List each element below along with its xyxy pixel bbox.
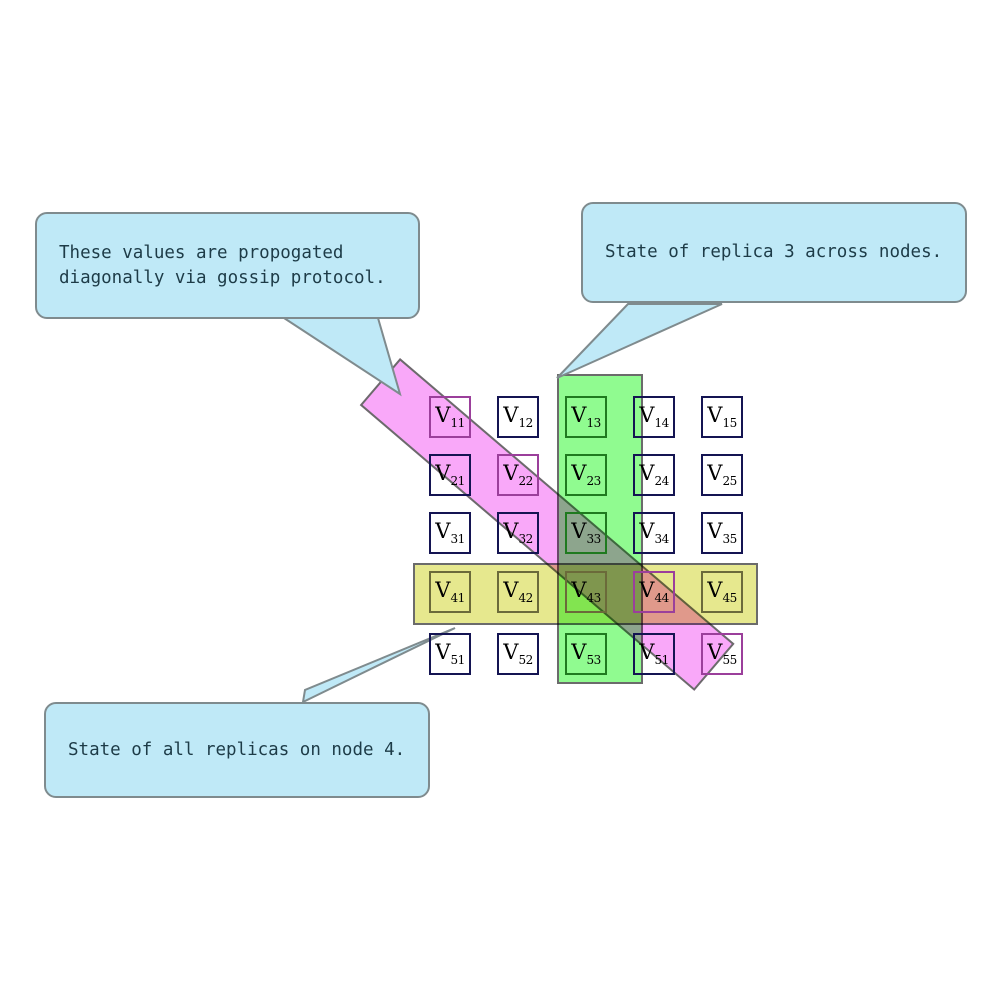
grid-cell-v43[interactable]: V43 xyxy=(565,571,607,613)
cell-label-v12: V12 xyxy=(503,402,533,431)
cell-label-v41: V41 xyxy=(435,577,465,606)
callout-gossip-diagonal: These values are propogated diagonally v… xyxy=(35,212,420,319)
cell-label-v32: V32 xyxy=(503,518,533,547)
grid-cell-v25[interactable]: V25 xyxy=(701,454,743,496)
cell-label-v15: V15 xyxy=(707,402,737,431)
grid-cell-v31[interactable]: V31 xyxy=(429,512,471,554)
grid-cell-v45[interactable]: V45 xyxy=(701,571,743,613)
grid-cell-v32[interactable]: V32 xyxy=(497,512,539,554)
callout-replica-column: State of replica 3 across nodes. xyxy=(581,202,967,303)
grid-cell-v15[interactable]: V15 xyxy=(701,396,743,438)
grid-cell-v41[interactable]: V41 xyxy=(429,571,471,613)
grid-cell-v13[interactable]: V13 xyxy=(565,396,607,438)
grid-cell-v23[interactable]: V23 xyxy=(565,454,607,496)
grid-cell-v55[interactable]: V55 xyxy=(701,633,743,675)
cell-label-v25: V25 xyxy=(707,460,737,489)
cell-label-v11: V11 xyxy=(435,402,465,431)
callout-node-row: State of all replicas on node 4. xyxy=(44,702,430,798)
cell-label-v22: V22 xyxy=(503,460,533,489)
grid-cell-v14[interactable]: V14 xyxy=(633,396,675,438)
cell-label-v24: V24 xyxy=(639,460,669,489)
grid-cell-v42[interactable]: V42 xyxy=(497,571,539,613)
cell-label-v45: V45 xyxy=(707,577,737,606)
cell-label-v51: V51 xyxy=(435,639,465,668)
cell-label-v31: V31 xyxy=(435,518,465,547)
cell-label-v52: V52 xyxy=(503,639,533,668)
cell-label-v33: V33 xyxy=(571,518,601,547)
grid-cell-v52[interactable]: V52 xyxy=(497,633,539,675)
grid-cell-v33[interactable]: V33 xyxy=(565,512,607,554)
grid-cell-v24[interactable]: V24 xyxy=(633,454,675,496)
cell-label-v43: V43 xyxy=(571,577,601,606)
cell-label-v13: V13 xyxy=(571,402,601,431)
cell-label-v42: V42 xyxy=(503,577,533,606)
cell-label-v21: V21 xyxy=(435,460,465,489)
cell-label-v55: V55 xyxy=(707,639,737,668)
grid-cell-v34[interactable]: V34 xyxy=(633,512,675,554)
grid-cell-v53[interactable]: V53 xyxy=(565,633,607,675)
cell-label-v35: V35 xyxy=(707,518,737,547)
grid-cell-v54[interactable]: V51 xyxy=(633,633,675,675)
grid-cell-v21[interactable]: V21 xyxy=(429,454,471,496)
cell-label-v54: V51 xyxy=(639,639,669,668)
cell-label-v23: V23 xyxy=(571,460,601,489)
grid-cell-v12[interactable]: V12 xyxy=(497,396,539,438)
cell-label-v53: V53 xyxy=(571,639,601,668)
grid-cell-v22[interactable]: V22 xyxy=(497,454,539,496)
grid-cell-v44[interactable]: V44 xyxy=(633,571,675,613)
cell-label-v34: V34 xyxy=(639,518,669,547)
grid-cell-v35[interactable]: V35 xyxy=(701,512,743,554)
grid-cell-v51[interactable]: V51 xyxy=(429,633,471,675)
cell-label-v44: V44 xyxy=(639,577,669,606)
grid-cell-v11[interactable]: V11 xyxy=(429,396,471,438)
cell-label-v14: V14 xyxy=(639,402,669,431)
